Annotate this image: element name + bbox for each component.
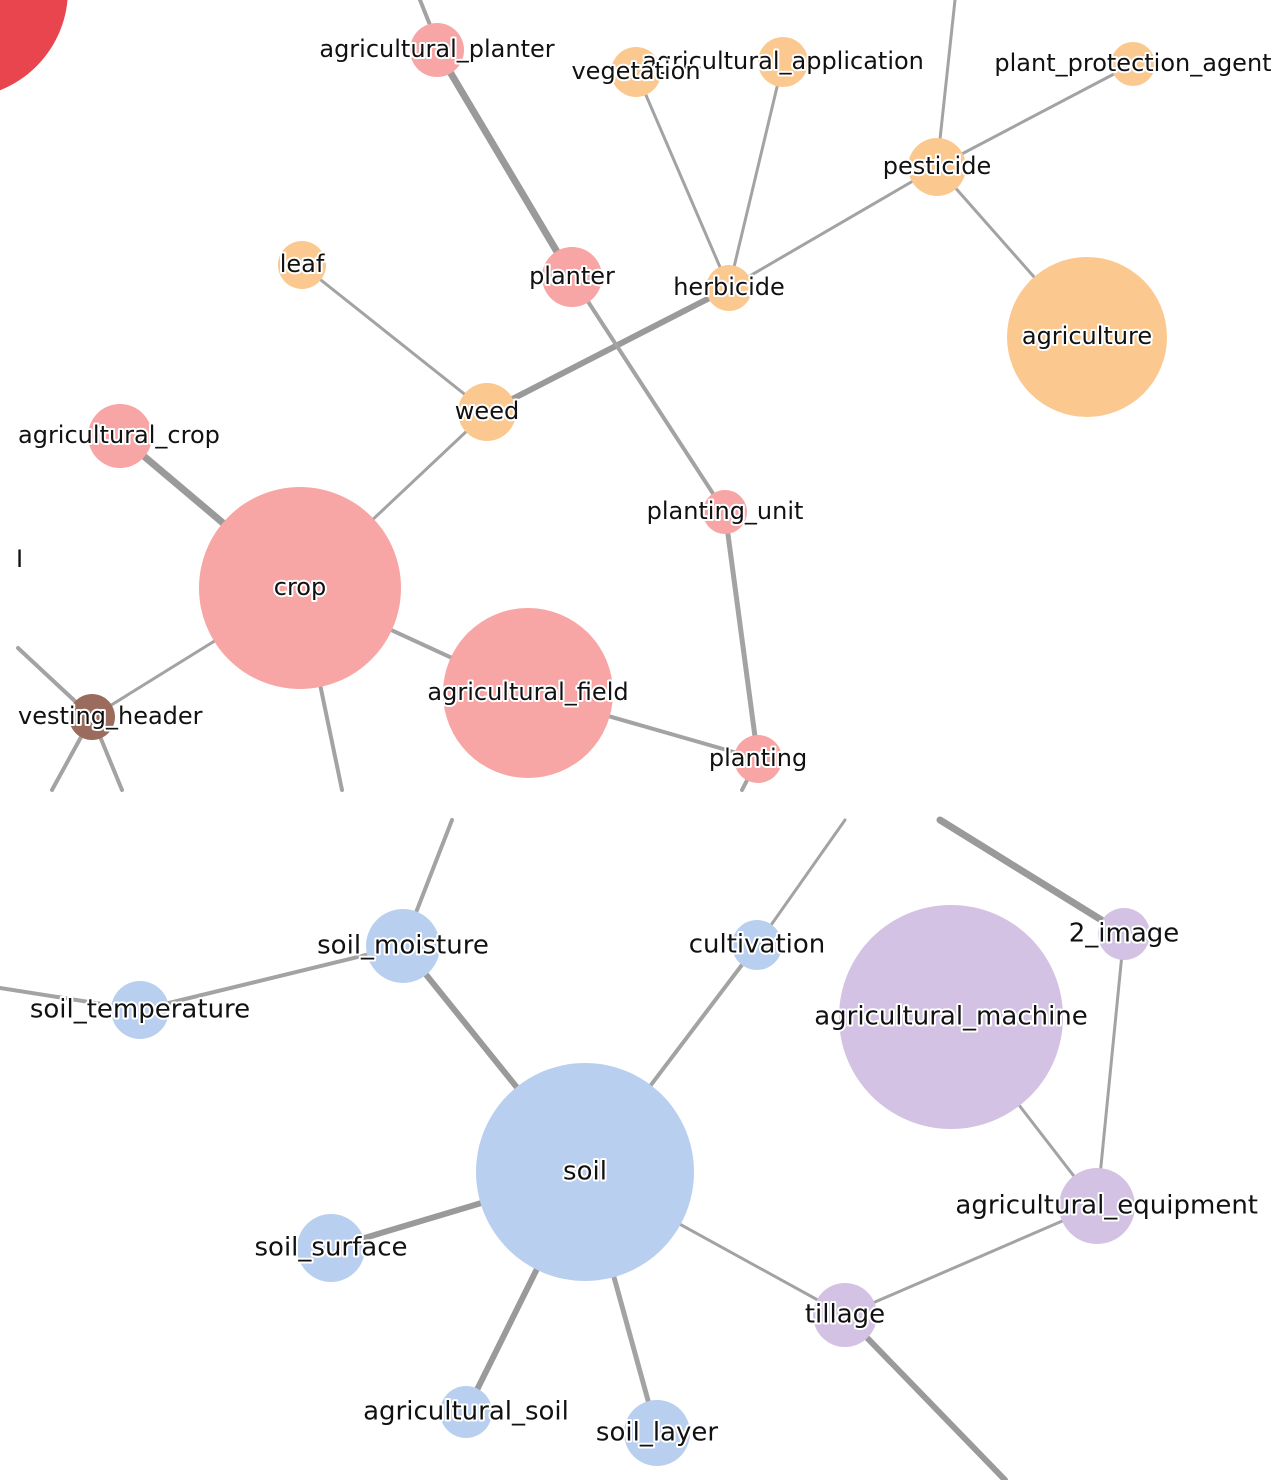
node-pesticide[interactable] — [908, 138, 966, 196]
label-soil-temperature: soil_temperature — [30, 995, 250, 1025]
node-leaf[interactable] — [278, 241, 326, 289]
edge-plant-protection-agent-pesticide — [935, 62, 1135, 169]
label-soil-surface: soil_surface — [255, 1233, 408, 1263]
edge-off-top-2-image — [936, 816, 1128, 938]
node-vegetation[interactable] — [611, 47, 661, 97]
label-herbicide: herbicide — [673, 273, 785, 301]
node-harvesting-header[interactable] — [69, 694, 115, 740]
edge-planting-unit-planting — [722, 509, 761, 762]
label-soil: soil — [563, 1157, 607, 1187]
node-tillage[interactable] — [813, 1283, 877, 1347]
node-soil-layer[interactable] — [624, 1400, 690, 1466]
label-planting: planting — [709, 744, 807, 772]
node-agricultural-planter[interactable] — [410, 23, 464, 77]
label-agricultural-planter: agricultural_planter — [319, 35, 554, 63]
edge-agricultural-application-herbicide — [727, 60, 785, 290]
node-2-image[interactable] — [1098, 908, 1150, 960]
node-planting[interactable] — [734, 735, 782, 783]
top-panel-labels: agricultural_planter agricultural_applic… — [14, 33, 1274, 774]
label-agricultural-soil: agricultural_soil — [363, 1397, 569, 1427]
label-pesticide: pesticide — [883, 152, 991, 180]
label-plant-protection-agent: plant_protection_agent — [994, 49, 1271, 77]
label-2-image: 2_image — [1069, 919, 1180, 949]
label-tillage: tillage — [805, 1300, 885, 1330]
label-cultivation: cultivation — [689, 930, 826, 960]
node-crop[interactable] — [199, 487, 401, 689]
label-agriculture: agriculture — [1022, 322, 1152, 350]
label-planting-unit: planting_unit — [647, 497, 804, 525]
label-agricultural-machine: agricultural_machine — [814, 1002, 1088, 1032]
top-panel: agricultural_planter agricultural_applic… — [0, 0, 1274, 792]
red-node-partial — [0, 0, 68, 91]
label-soil-layer: soil_layer — [596, 1418, 718, 1448]
edge-pesticide-herbicide — [727, 165, 939, 290]
node-weed[interactable] — [458, 383, 516, 441]
edge-soil-temperature-soil-moisture — [138, 944, 405, 1012]
edge-vegetation-herbicide — [634, 70, 731, 290]
label-agricultural-crop: agricultural_crop — [18, 421, 220, 449]
node-agricultural-crop[interactable] — [88, 404, 152, 468]
node-agricultural-equipment[interactable] — [1059, 1168, 1135, 1244]
node-plant-protection-agent[interactable] — [1111, 42, 1155, 86]
edge-2-image-agricultural-equipment — [1095, 932, 1126, 1208]
edge-herbicide-weed — [484, 285, 732, 415]
node-agriculture[interactable] — [1007, 257, 1167, 417]
node-cultivation[interactable] — [732, 920, 782, 970]
top-panel-edges — [16, 0, 1135, 792]
label-agricultural-equipment: agricultural_equipment — [955, 1191, 1258, 1221]
edge-planter-planting-unit — [570, 275, 727, 514]
label-planter: planter — [529, 262, 615, 290]
bottom-panel-labels: soil_moisture cultivation 2_image soil_t… — [28, 917, 1260, 1450]
label-harvesting-header: vesting_header — [18, 702, 203, 730]
label-weed: weed — [455, 397, 519, 425]
node-agricultural-field[interactable] — [443, 608, 613, 778]
node-agricultural-soil[interactable] — [440, 1386, 492, 1438]
node-soil-temperature[interactable] — [111, 981, 169, 1039]
top-panel-nodes — [0, 0, 1167, 783]
label-leaf: leaf — [280, 250, 325, 278]
edge-tillage-off-bottom — [842, 1312, 1008, 1480]
node-planting-unit[interactable] — [703, 490, 747, 534]
edge-agricultural-planter-planter — [433, 46, 576, 281]
label-agricultural-field: agricultural_field — [427, 678, 628, 706]
bottom-panel-nodes — [111, 905, 1150, 1466]
node-agricultural-application[interactable] — [758, 37, 808, 87]
edge-off-top-cultivation — [755, 818, 847, 947]
node-soil-moisture[interactable] — [366, 909, 440, 983]
edge-leaf-weed — [300, 263, 489, 414]
node-planter[interactable] — [542, 247, 602, 307]
label-agricultural-application: agricultural_application — [642, 47, 924, 75]
label-crop: crop — [274, 573, 326, 601]
label-vegetation: vegetation — [571, 57, 700, 85]
node-soil[interactable] — [476, 1063, 694, 1281]
node-herbicide[interactable] — [706, 265, 752, 311]
edge-tillage-agricultural-equipment — [843, 1204, 1099, 1317]
node-soil-surface[interactable] — [297, 1214, 365, 1282]
label-soil-moisture: soil_moisture — [317, 931, 489, 961]
bottom-panel: soil_moisture cultivation 2_image soil_t… — [0, 816, 1280, 1480]
node-agricultural-machine[interactable] — [839, 905, 1063, 1129]
label-edge-fragment: I — [16, 545, 23, 573]
